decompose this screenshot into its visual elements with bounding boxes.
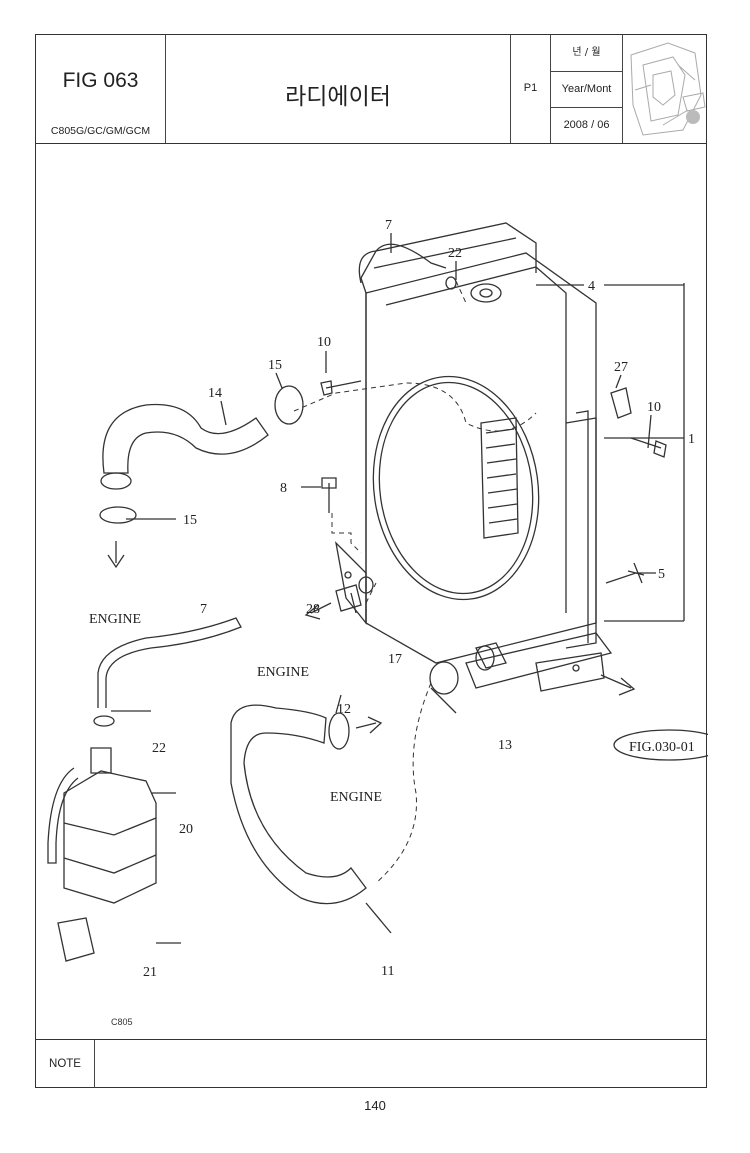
- engine-label-3: ENGINE: [330, 790, 382, 805]
- exploded-diagram: 7 22 4 10 15 14 27 10 1 8 15 5 7 28 17 1…: [36, 143, 725, 1039]
- title-cell: 라디에이터: [166, 35, 511, 143]
- page-title: 라디에이터: [285, 84, 391, 110]
- callout-7-upper: 7: [385, 218, 392, 233]
- clamp-22-upper: [445, 276, 457, 290]
- fan-shroud: [372, 375, 540, 601]
- clamp-13: [429, 661, 459, 695]
- callout-4: 4: [588, 279, 595, 294]
- radiator-core: [365, 252, 597, 664]
- engine-label-1: ENGINE: [89, 612, 141, 627]
- overflow-tube: [97, 617, 242, 708]
- drawing-frame: FIG 063 C805G/GC/GM/GCM 라디에이터 P1 년 / 월 Y…: [35, 34, 725, 1088]
- reservoir-tank: [63, 770, 157, 904]
- lower-hose: [230, 704, 367, 905]
- callout-5: 5: [658, 567, 665, 582]
- engine-label-2: ENGINE: [257, 665, 309, 680]
- date-label-ko: 년 / 월: [551, 35, 622, 72]
- radiator-parts-diagram: 7 22 4 10 15 14 27 10 1 8 15 5 7 28 17 1…: [47, 218, 725, 1027]
- date-label-en: Year/Mont: [551, 71, 622, 108]
- fig-number: FIG 063: [62, 69, 139, 92]
- upper-hose: [102, 403, 269, 474]
- page-cell: P1: [511, 35, 551, 143]
- radiator-cap: [470, 283, 502, 303]
- callout-15-lower: 15: [183, 513, 197, 528]
- callout-20: 20: [179, 822, 193, 837]
- callout-12: 12: [337, 702, 351, 717]
- callout-10-right: 10: [647, 400, 661, 415]
- fig-reference-bubble[interactable]: FIG.030-01: [613, 729, 725, 761]
- callout-10-left: 10: [317, 335, 331, 350]
- page-number: 140: [364, 1098, 386, 1113]
- date-value: 2008 / 06: [563, 119, 610, 131]
- clamp-15-lower: [99, 506, 137, 524]
- clamp-17: [358, 576, 374, 594]
- callout-27: 27: [614, 360, 628, 375]
- callout-22-lower: 22: [152, 741, 166, 756]
- fig-reference-text[interactable]: FIG.030-01: [629, 740, 695, 755]
- date-cell: 년 / 월 Year/Mont 2008 / 06: [551, 35, 623, 143]
- note-row: NOTE: [36, 1039, 706, 1088]
- top-tank: [360, 222, 537, 279]
- machine-thumbnail: [623, 35, 708, 143]
- callout-7-lower: 7: [200, 602, 207, 617]
- callout-22-upper: 22: [448, 246, 462, 261]
- note-label: NOTE: [36, 1040, 95, 1088]
- title-block: FIG 063 C805G/GC/GM/GCM 라디에이터 P1 년 / 월 Y…: [36, 35, 706, 144]
- drawing-code: C805: [111, 1017, 133, 1027]
- callout-1: 1: [688, 432, 695, 447]
- hose-28: [335, 584, 362, 612]
- callout-21: 21: [143, 965, 157, 980]
- callout-11: 11: [381, 964, 394, 979]
- clamp-15-upper: [274, 385, 304, 425]
- model-list: C805G/GC/GM/GCM: [50, 125, 151, 137]
- clamp-12: [328, 712, 350, 750]
- callout-17: 17: [388, 652, 402, 667]
- callout-8: 8: [280, 481, 287, 496]
- callout-13: 13: [498, 738, 512, 753]
- clamp-22-lower: [93, 715, 115, 727]
- fig-cell: FIG 063 C805G/GC/GM/GCM: [36, 35, 166, 143]
- bracket-21: [57, 917, 95, 962]
- callout-28: 28: [306, 602, 320, 617]
- page-index: P1: [523, 82, 538, 94]
- callout-15-upper: 15: [268, 358, 282, 373]
- loader-thumbnail-icon: [630, 42, 706, 136]
- callout-14: 14: [208, 386, 222, 401]
